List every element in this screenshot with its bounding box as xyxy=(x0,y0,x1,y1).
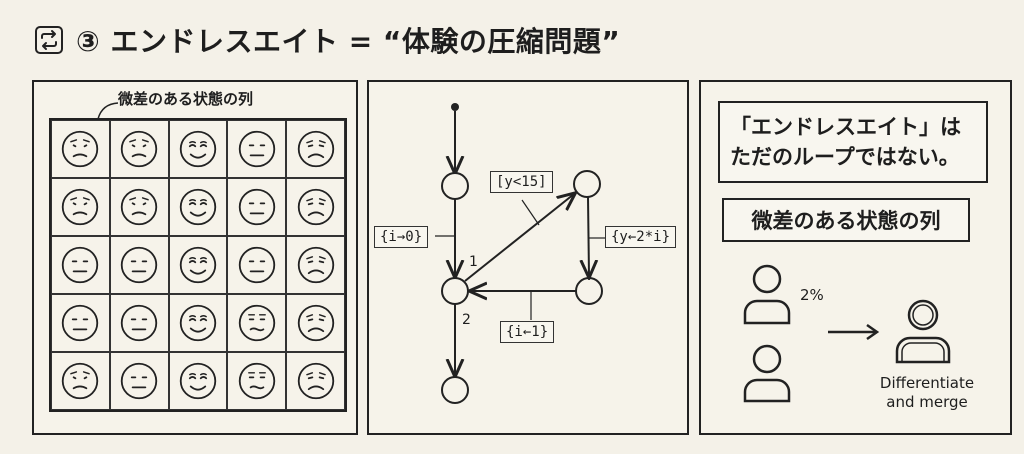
state-cell xyxy=(51,352,110,410)
callout-line-1: 「エンドレスエイト」は xyxy=(730,115,961,139)
person-icon xyxy=(743,264,791,325)
worried-face-icon xyxy=(62,362,99,400)
happy-face-icon xyxy=(179,362,217,400)
uneasy-face-icon xyxy=(238,362,275,400)
state-cell xyxy=(227,294,287,352)
state-cell xyxy=(51,294,110,352)
branch-1-label: 1 xyxy=(469,254,478,270)
worried-face-icon xyxy=(121,130,158,168)
state-grid xyxy=(49,118,347,412)
state-cell xyxy=(51,120,110,178)
loop-diagram xyxy=(435,103,605,404)
main-callout: 「エンドレスエイト」は ただのループではない。 xyxy=(718,101,988,183)
state-cell xyxy=(109,236,169,294)
edge-label-update-y: {y←2*i} xyxy=(605,226,677,248)
happy-face-icon xyxy=(179,130,217,168)
person-icon xyxy=(743,344,791,403)
neutral-face-icon xyxy=(62,304,99,342)
edge-label-cond: [y<15] xyxy=(490,171,553,193)
state-cell xyxy=(168,120,228,178)
result-caption: Differentiate and merge xyxy=(872,374,982,412)
state-cell xyxy=(168,178,228,236)
node-end xyxy=(441,376,469,404)
happy-face-icon xyxy=(179,188,217,226)
state-cell xyxy=(227,120,287,178)
page-title: ③ エンドレスエイト = “体験の圧縮問題” xyxy=(76,25,621,58)
neutral-face-icon xyxy=(238,246,275,284)
grid-label: 微差のある状態の列 xyxy=(118,90,254,108)
state-cell xyxy=(286,294,345,352)
sad-face-icon xyxy=(297,188,334,226)
branch-2-label: 2 xyxy=(462,312,471,328)
node-a xyxy=(441,172,469,200)
merged-person-icon xyxy=(895,299,951,364)
percent-label: 2% xyxy=(800,286,824,304)
neutral-face-icon xyxy=(238,188,275,226)
happy-face-icon xyxy=(179,246,217,284)
neutral-face-icon xyxy=(238,130,275,168)
edge-label-update-i: {i←1} xyxy=(500,321,555,343)
state-cell xyxy=(227,178,287,236)
state-cell xyxy=(109,352,169,410)
node-c xyxy=(573,170,601,198)
state-cell xyxy=(51,178,110,236)
state-grid-panel xyxy=(32,80,358,435)
sad-face-icon xyxy=(297,362,334,400)
header: ③ エンドレスエイト = “体験の圧縮問題” xyxy=(34,18,620,62)
state-cell xyxy=(286,236,345,294)
uneasy-face-icon xyxy=(238,304,275,342)
state-cell xyxy=(227,352,287,410)
start-dot xyxy=(451,103,459,111)
edge-label-init: {i→0} xyxy=(374,226,429,248)
neutral-face-icon xyxy=(121,304,158,342)
sub-callout: 微差のある状態の列 xyxy=(722,198,970,242)
neutral-face-icon xyxy=(121,246,158,284)
happy-face-icon xyxy=(179,304,217,342)
state-cell xyxy=(286,352,345,410)
node-b xyxy=(441,277,469,305)
loop-diagram-panel xyxy=(367,80,689,435)
sad-face-icon xyxy=(297,246,334,284)
node-d xyxy=(575,277,603,305)
state-cell xyxy=(168,352,228,410)
neutral-face-icon xyxy=(62,246,99,284)
callout-line-2: ただのループではない。 xyxy=(730,145,960,169)
result-line-2: and merge xyxy=(886,393,968,411)
state-cell xyxy=(109,178,169,236)
state-cell xyxy=(286,120,345,178)
state-cell xyxy=(109,294,169,352)
sad-face-icon xyxy=(297,130,334,168)
worried-face-icon xyxy=(121,188,158,226)
label-pointer xyxy=(97,102,119,120)
state-cell xyxy=(286,178,345,236)
sad-face-icon xyxy=(297,304,334,342)
state-cell xyxy=(51,236,110,294)
result-line-1: Differentiate xyxy=(879,374,975,392)
state-cell xyxy=(109,120,169,178)
state-cell xyxy=(168,294,228,352)
state-cell xyxy=(227,236,287,294)
state-cell xyxy=(168,236,228,294)
worried-face-icon xyxy=(62,188,99,226)
worried-face-icon xyxy=(62,130,99,168)
neutral-face-icon xyxy=(121,362,158,400)
arrow-right-icon xyxy=(828,323,880,341)
repeat-icon xyxy=(35,26,63,54)
